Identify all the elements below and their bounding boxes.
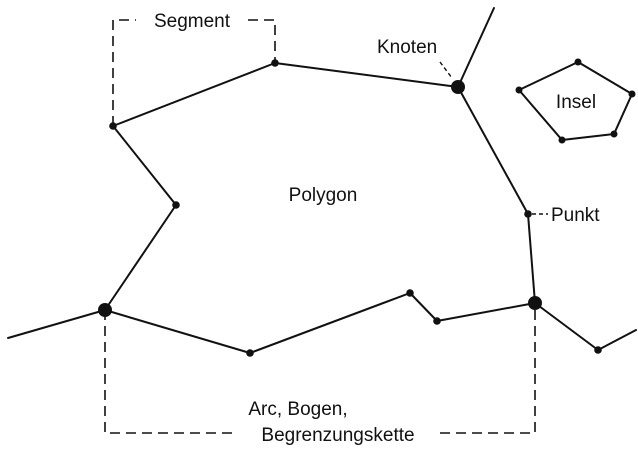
arc-out-right [534,302,637,351]
segment-bracket [112,19,136,126]
vertex [271,59,279,67]
island-vertex [610,130,618,138]
vertex-punkt [524,210,532,218]
segment-bracket-right [248,19,276,63]
island-vertex [558,136,566,144]
arc-out-left [7,309,106,339]
label-segment: Segment [154,11,231,32]
arc-lower [104,292,536,354]
knoten-leader [439,61,453,79]
label-arc-line2: Begrenzungskette [261,425,414,446]
arc-right [457,86,536,304]
arc-out-top [457,7,495,88]
arc-bracket-left [104,310,236,434]
vertex [433,317,441,325]
vertex [172,201,180,209]
arc-bracket-right [440,303,536,434]
island-vertex [628,90,636,98]
vertex [594,346,602,354]
node-knoten [451,80,465,94]
vertex [246,349,254,357]
label-knoten: Knoten [377,37,437,58]
label-arc-line1: Arc, Bogen, [248,399,347,420]
island-vertex [515,86,523,94]
vertex [109,122,117,130]
vertex [406,289,414,297]
arc-upper-left [104,62,459,311]
island-vertex [574,58,582,66]
label-insel: Insel [556,92,596,113]
node [98,303,112,317]
label-polygon: Polygon [289,185,358,206]
island-polygon [518,61,633,141]
node [528,296,542,310]
label-punkt: Punkt [551,205,600,226]
